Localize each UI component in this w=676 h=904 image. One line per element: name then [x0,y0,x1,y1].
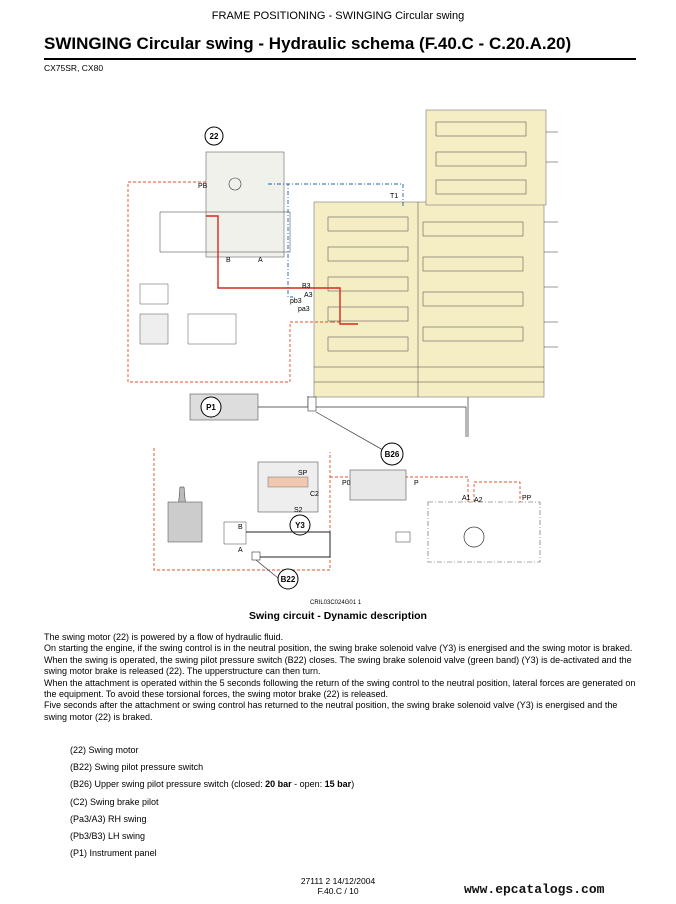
svg-text:22: 22 [210,132,219,141]
description-paragraph: The swing motor (22) is powered by a flo… [44,632,284,642]
svg-text:C2: C2 [310,491,319,498]
description-paragraph: Five seconds after the attachment or swi… [44,700,618,722]
svg-text:P1: P1 [206,403,216,412]
callout-y3 [289,514,311,536]
running-header: FRAME POSITIONING - SWINGING Circular sw… [211,10,465,22]
callout-b26 [380,442,404,466]
svg-text:P0: P0 [342,480,351,487]
svg-text:pa3: pa3 [298,306,310,313]
svg-text:P: P [414,480,419,487]
svg-text:B26: B26 [385,450,400,459]
swing-motor-assembly [205,151,285,258]
instrument-panel [189,393,259,421]
svg-text:A3: A3 [304,292,313,299]
page-title: SWINGING Circular swing - Hydraulic sche… [44,34,572,53]
page-footer: 27111 2 14/12/2004 F.40.C / 10 [0,876,676,896]
legend-item: (C2) Swing brake pilot [70,796,159,807]
title-rule [44,58,636,60]
pump-unit [427,501,541,563]
svg-text:S2: S2 [294,507,303,514]
hydraulic-schematic: 22 P1 B26 Y3 B22 PB T1 B3 A3 pb3 pa3 B A [127,109,558,590]
svg-text:SP: SP [298,470,308,477]
watermark: www.epcatalogs.com [464,882,605,897]
svg-text:PP: PP [522,495,532,502]
return-line-blue [268,183,404,298]
valve-spools [314,121,544,397]
legend-item: (B22) Swing pilot pressure switch [70,762,204,773]
figure-reference: CRIL03C024G01 1 [310,600,362,606]
legend-item: (22) Swing motor [70,745,139,755]
svg-text:A: A [258,257,263,264]
port-lines [544,131,558,348]
motor-valve-box [159,211,291,253]
svg-text:B: B [226,257,231,264]
control-valve-block [313,201,545,398]
svg-text:A1: A1 [462,495,471,502]
legend-item: (Pb3/B3) LH swing [70,830,146,841]
description-paragraph: When the swing is operated, the swing pi… [44,654,632,677]
pressure-line-red [206,215,358,325]
component-legend: (22) Swing motor (B22) Swing pilot press… [70,742,354,862]
svg-text:Y3: Y3 [295,521,305,530]
callout-22 [204,126,224,146]
figure-caption: Swing circuit - Dynamic description [249,610,427,622]
document-reference: 27111 2 14/12/2004 [300,876,376,886]
legend-item: (Pa3/A3) RH swing [70,813,147,824]
svg-text:PB: PB [198,183,208,190]
svg-text:A2: A2 [474,497,483,504]
svg-text:B3: B3 [302,283,311,290]
svg-text:T1: T1 [390,193,398,200]
callout-b22 [277,568,299,590]
model-list: CX75SR, CX80 [44,63,104,73]
page-number: F.40.C / 10 [317,886,359,896]
legend-item: (B26) Upper swing pilot pressure switch … [70,779,355,790]
svg-text:A: A [238,547,243,554]
description-paragraph: On starting the engine, if the swing con… [44,643,633,654]
svg-text:pb3: pb3 [290,298,302,305]
dynamic-description: The swing motor (22) is powered by a flo… [44,632,640,723]
svg-text:B: B [238,524,243,531]
upper-valve-block [425,109,547,206]
legend-item: (P1) Instrument panel [70,848,157,859]
svg-text:B22: B22 [281,575,296,584]
callout-p1 [200,396,222,418]
pilot-line-orange [127,181,340,383]
pilot-line-lower [153,448,331,571]
description-paragraph: When the attachment is operated within t… [44,677,636,700]
